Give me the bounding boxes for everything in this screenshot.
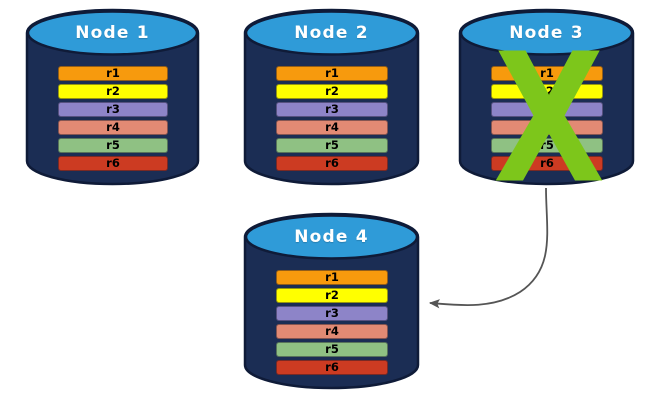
- row-label: r1: [540, 66, 554, 80]
- row-label: r2: [540, 84, 554, 98]
- row-label: r2: [325, 84, 339, 98]
- row-bar[interactable]: r5: [276, 138, 388, 153]
- row-bar[interactable]: r2: [58, 84, 168, 99]
- row-bar[interactable]: r4: [276, 120, 388, 135]
- cylinder-top-cap: [26, 10, 199, 56]
- row-label: r5: [325, 138, 339, 152]
- row-label: r4: [106, 120, 120, 134]
- row-label: r1: [325, 270, 339, 284]
- node-2-rows: r1 r2 r3 r4 r5 r6: [276, 66, 388, 171]
- node-4-rows: r1 r2 r3 r4 r5 r6: [276, 270, 388, 375]
- row-label: r3: [106, 102, 120, 116]
- row-label: r6: [325, 360, 339, 374]
- row-bar[interactable]: r4: [276, 324, 388, 339]
- row-bar[interactable]: r1: [491, 66, 603, 81]
- row-bar[interactable]: r3: [276, 306, 388, 321]
- row-label: r1: [325, 66, 339, 80]
- row-label: r4: [540, 120, 554, 134]
- cylinder-top-cap: [459, 10, 634, 56]
- row-label: r3: [325, 102, 339, 116]
- cylinder-top-cap: [244, 214, 419, 260]
- row-bar[interactable]: r5: [58, 138, 168, 153]
- row-label: r2: [106, 84, 120, 98]
- row-bar[interactable]: r6: [491, 156, 603, 171]
- row-bar[interactable]: r2: [491, 84, 603, 99]
- row-bar[interactable]: r3: [491, 102, 603, 117]
- row-bar[interactable]: r4: [491, 120, 603, 135]
- node-3-rows: r1 r2 r3 r4 r5 r6: [491, 66, 603, 171]
- cylinder-top-cap: [244, 10, 419, 56]
- row-label: r1: [106, 66, 120, 80]
- row-label: r3: [325, 306, 339, 320]
- node-1-rows: r1 r2 r3 r4 r5 r6: [58, 66, 168, 171]
- row-bar[interactable]: r6: [276, 360, 388, 375]
- row-label: r6: [540, 156, 554, 170]
- row-label: r4: [325, 324, 339, 338]
- row-label: r4: [325, 120, 339, 134]
- row-bar[interactable]: r2: [276, 84, 388, 99]
- row-bar[interactable]: r1: [276, 66, 388, 81]
- row-bar[interactable]: r3: [58, 102, 168, 117]
- row-bar[interactable]: r6: [58, 156, 168, 171]
- row-bar[interactable]: r1: [276, 270, 388, 285]
- row-label: r3: [540, 102, 554, 116]
- row-bar[interactable]: r5: [491, 138, 603, 153]
- row-label: r5: [325, 342, 339, 356]
- row-bar[interactable]: r4: [58, 120, 168, 135]
- row-label: r5: [540, 138, 554, 152]
- row-label: r5: [106, 138, 120, 152]
- row-label: r6: [325, 156, 339, 170]
- row-bar[interactable]: r2: [276, 288, 388, 303]
- row-bar[interactable]: r3: [276, 102, 388, 117]
- row-bar[interactable]: r5: [276, 342, 388, 357]
- row-bar[interactable]: r1: [58, 66, 168, 81]
- row-label: r6: [106, 156, 120, 170]
- row-label: r2: [325, 288, 339, 302]
- row-bar[interactable]: r6: [276, 156, 388, 171]
